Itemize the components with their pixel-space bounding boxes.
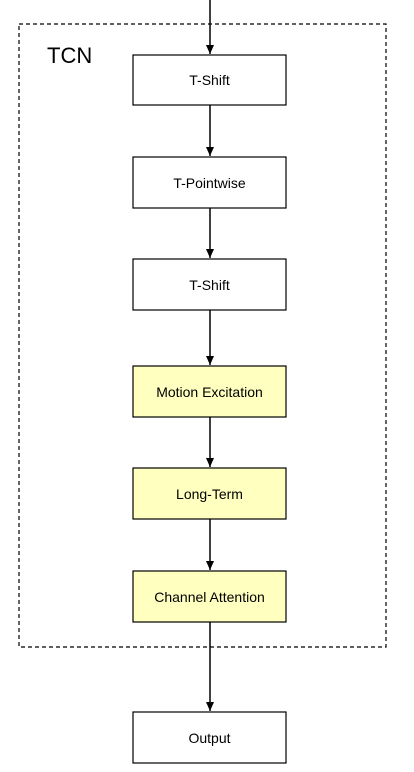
node-motion-excitation-label: Motion Excitation: [156, 384, 263, 400]
node-long-term-label: Long-Term: [176, 486, 243, 502]
tcn-group-label: TCN: [47, 43, 92, 68]
node-t-pointwise: T-Pointwise: [132, 156, 287, 209]
node-long-term: Long-Term: [132, 467, 287, 520]
node-t-shift-2: T-Shift: [132, 258, 287, 311]
node-channel-attention: Channel Attention: [132, 570, 287, 623]
node-output: Output: [132, 711, 287, 764]
node-t-shift-1-label: T-Shift: [189, 72, 230, 88]
node-motion-excitation: Motion Excitation: [132, 365, 287, 418]
node-t-shift-2-label: T-Shift: [189, 277, 230, 293]
tcn-group-container: [18, 23, 387, 648]
node-t-shift-1: T-Shift: [132, 54, 287, 106]
node-output-label: Output: [188, 730, 230, 746]
node-channel-attention-label: Channel Attention: [154, 589, 265, 605]
node-t-pointwise-label: T-Pointwise: [173, 175, 246, 191]
